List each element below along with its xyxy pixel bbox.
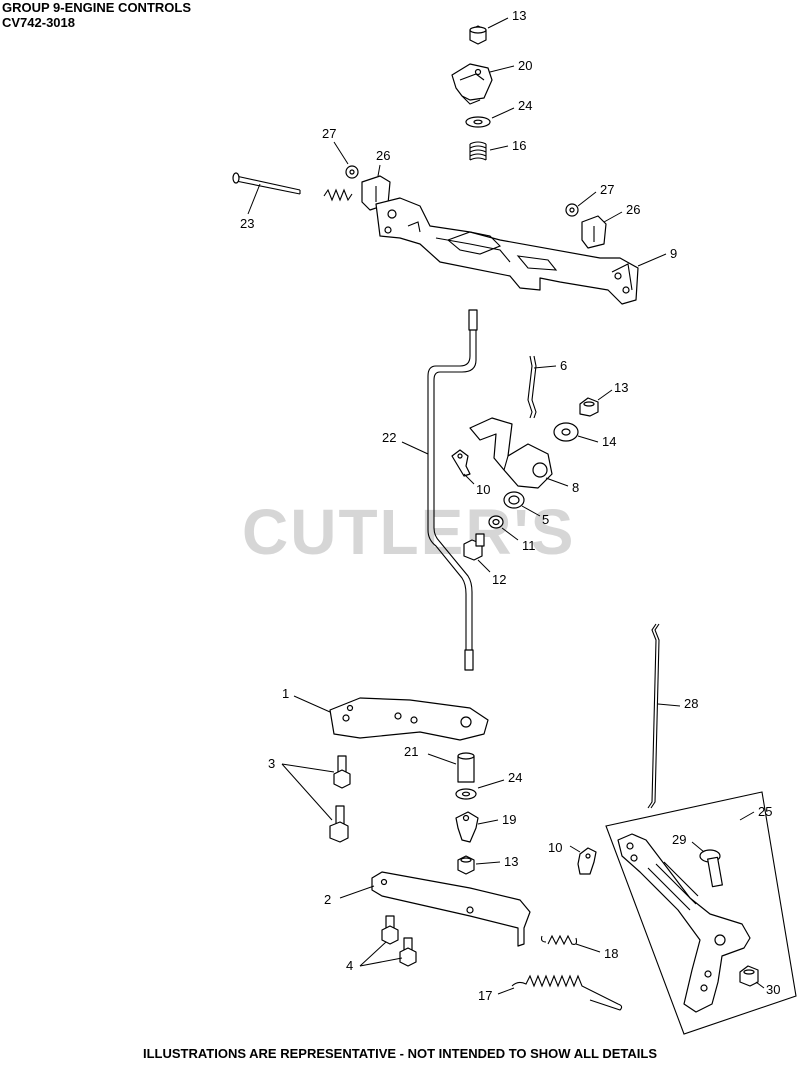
part-22-control-rod <box>427 309 478 671</box>
part-9-control-bracket <box>375 197 639 305</box>
part-2-lower-bracket <box>371 871 531 947</box>
callout-12: 12 <box>492 572 506 587</box>
callout-13b: 13 <box>614 380 628 395</box>
part-26-clip-right <box>581 215 607 249</box>
callout-27a: 27 <box>322 126 336 141</box>
part-8-bracket <box>469 417 553 489</box>
part-3-bolt-lower <box>329 805 349 843</box>
callout-13c: 13 <box>504 854 518 869</box>
part-30-nut <box>739 965 759 987</box>
part-24-washer-lower <box>455 788 477 800</box>
part-5-washer <box>503 491 525 509</box>
callout-24b: 24 <box>508 770 522 785</box>
callout-30: 30 <box>766 982 780 997</box>
callout-25: 25 <box>758 804 772 819</box>
callout-24a: 24 <box>518 98 532 113</box>
callout-28: 28 <box>684 696 698 711</box>
part-13-nut-lower <box>457 855 475 875</box>
callout-27b: 27 <box>600 182 614 197</box>
part-12-shoulder-bolt <box>463 533 485 561</box>
part-4-bolt-right <box>399 937 417 967</box>
callout-10b: 10 <box>548 840 562 855</box>
part-27-nut-left <box>345 165 359 179</box>
part-18-spring <box>540 934 578 946</box>
callout-3: 3 <box>268 756 275 771</box>
part-6-link <box>527 355 537 419</box>
part-29-carriage-bolt <box>699 849 723 888</box>
part-16-spring-top <box>469 141 487 161</box>
part-17-extension-spring <box>511 974 623 1011</box>
part-20-lever <box>451 63 493 105</box>
part-28-throttle-rod <box>647 623 660 809</box>
callout-14: 14 <box>602 434 616 449</box>
part-14-washer <box>553 422 579 442</box>
callout-29: 29 <box>672 832 686 847</box>
callout-26a: 26 <box>376 148 390 163</box>
part-13-nut-top <box>469 25 487 45</box>
callout-10a: 10 <box>476 482 490 497</box>
callout-2: 2 <box>324 892 331 907</box>
callout-1: 1 <box>282 686 289 701</box>
watermark: CUTLER'S <box>242 496 576 568</box>
callout-17: 17 <box>478 988 492 1003</box>
part-13-nut-middle <box>579 397 599 417</box>
callout-16: 16 <box>512 138 526 153</box>
disclaimer-footer: ILLUSTRATIONS ARE REPRESENTATIVE - NOT I… <box>143 1046 657 1061</box>
part-24-washer-top <box>465 116 491 128</box>
part-16-spring-left <box>323 188 353 202</box>
diagram-title: GROUP 9-ENGINE CONTROLS <box>2 0 192 15</box>
callout-5: 5 <box>542 512 549 527</box>
callout-19: 19 <box>502 812 516 827</box>
callout-13a: 13 <box>512 8 526 23</box>
callout-22: 22 <box>382 430 396 445</box>
callout-9: 9 <box>670 246 677 261</box>
part-10-clip-middle <box>451 449 471 477</box>
callout-11: 11 <box>522 538 536 553</box>
part-10-clip-lower <box>577 847 597 875</box>
callout-20: 20 <box>518 58 532 73</box>
part-25-control-lever-assembly <box>605 791 797 1035</box>
callout-18: 18 <box>604 946 618 961</box>
callout-21: 21 <box>404 744 418 759</box>
part-19-lever <box>455 811 479 843</box>
callout-8: 8 <box>572 480 579 495</box>
part-23-pin <box>232 172 301 195</box>
model-number: CV742-3018 <box>2 15 75 30</box>
part-27-nut-right <box>565 203 579 217</box>
callout-4: 4 <box>346 958 353 973</box>
part-21-spacer <box>457 752 475 783</box>
part-1-mounting-plate <box>329 697 489 741</box>
callout-6: 6 <box>560 358 567 373</box>
callout-23: 23 <box>240 216 254 231</box>
callout-26b: 26 <box>626 202 640 217</box>
part-3-bolt-upper <box>333 755 351 789</box>
part-11-bushing <box>488 515 504 529</box>
part-4-bolt-left <box>381 915 399 945</box>
